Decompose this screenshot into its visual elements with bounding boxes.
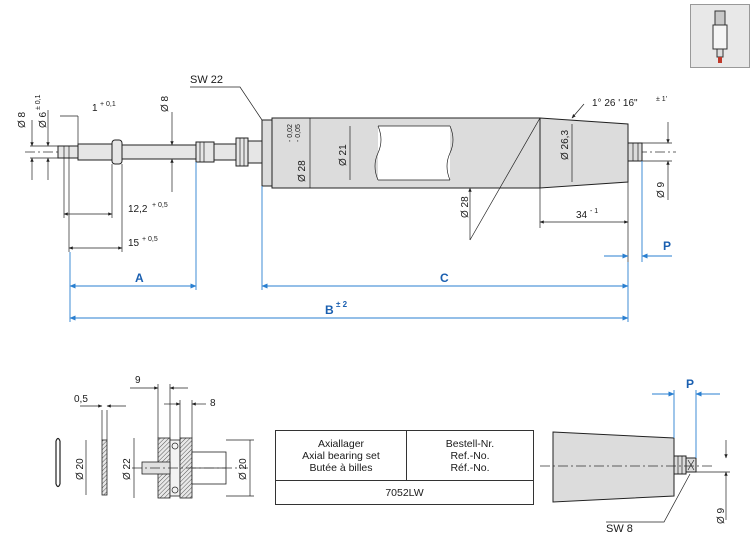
dim-label-b-tol: ± 2 xyxy=(336,300,348,309)
dim-len12-2: 12,2 xyxy=(128,204,148,215)
table-ref-de: Bestell-Nr. xyxy=(445,437,495,450)
piston-rod xyxy=(57,137,263,167)
dim-dia8-shaft: Ø 8 xyxy=(160,95,171,112)
cone-end xyxy=(552,431,675,503)
dim-dia28: Ø 28 xyxy=(297,160,308,182)
dim-len15: 15 xyxy=(128,238,140,249)
dim-label-a: A xyxy=(135,271,144,285)
dim-dia9-end: Ø 9 xyxy=(716,507,727,524)
top-view: Ø 8 Ø 6 ± 0,1 1 + 0,1 Ø 8 SW 22 Ø 28 - 0… xyxy=(17,74,676,322)
dim-dia8-left: Ø 8 xyxy=(17,111,28,128)
table-desc-cell: Axiallager Axial bearing set Butée à bil… xyxy=(275,429,407,482)
table-desc-en: Axial bearing set xyxy=(302,449,380,462)
dim-dia21: Ø 21 xyxy=(338,144,349,166)
dim-dia28-tol-lower: - 0,05 xyxy=(295,124,302,142)
dim-dia26-3: Ø 26,3 xyxy=(560,130,571,160)
dim-dia28-tol-upper: - 0,02 xyxy=(287,124,294,142)
dim-len0-5: 0,5 xyxy=(74,394,88,405)
dim-dia9-right: Ø 9 xyxy=(656,181,667,198)
retaining-clip xyxy=(55,437,61,488)
bearing-view: 0,5 9 8 Ø 20 Ø 22 Ø 20 xyxy=(55,375,254,499)
product-thumbnail-icon xyxy=(690,4,750,68)
dim-len1-tol: + 0,1 xyxy=(100,101,116,108)
dim-dia20-a: Ø 20 xyxy=(75,458,86,480)
washer xyxy=(101,439,108,496)
table-ref-cell: Bestell-Nr. Ref.-No. Réf.-No. xyxy=(406,429,534,482)
dim-label-b: B xyxy=(325,303,334,317)
dim-label-c: C xyxy=(440,271,449,285)
dim-dia6-tol: ± 0,1 xyxy=(35,94,42,110)
dim-angle: 1° 26 ' 16" xyxy=(592,98,638,109)
dim-len9: 9 xyxy=(135,375,141,386)
table-ref-en: Ref.-No. xyxy=(450,449,490,462)
dim-sw22: SW 22 xyxy=(190,74,223,86)
dim-len34-tol: - 1 xyxy=(590,208,598,215)
table-ref-fr: Réf.-No. xyxy=(450,461,490,474)
part-number-table: Axiallager Axial bearing set Butée à bil… xyxy=(275,429,534,505)
dim-sw8: SW 8 xyxy=(606,523,633,535)
dim-len1: 1 xyxy=(92,103,98,114)
dim-dia6: Ø 6 xyxy=(38,111,49,128)
table-desc-de: Axiallager xyxy=(317,437,365,450)
table-part-number: 7052LW xyxy=(275,480,534,505)
dim-len8: 8 xyxy=(210,398,216,409)
dim-len15-tol: + 0,5 xyxy=(142,236,158,243)
table-desc-fr: Butée à billes xyxy=(309,461,373,474)
dim-dia22: Ø 22 xyxy=(122,458,133,480)
dim-len34: 34 xyxy=(576,210,588,221)
dim-dia20-b: Ø 20 xyxy=(238,458,249,480)
end-view: P SW 8 Ø 9 xyxy=(540,377,730,535)
dim-len12-2-tol: + 0,5 xyxy=(152,202,168,209)
dim-dia28-cone: Ø 28 xyxy=(460,196,471,218)
cylinder-body xyxy=(261,117,643,189)
dim-angle-tol: ± 1' xyxy=(656,96,667,103)
end-label-p: P xyxy=(686,377,694,391)
dim-label-p: P xyxy=(663,239,671,253)
